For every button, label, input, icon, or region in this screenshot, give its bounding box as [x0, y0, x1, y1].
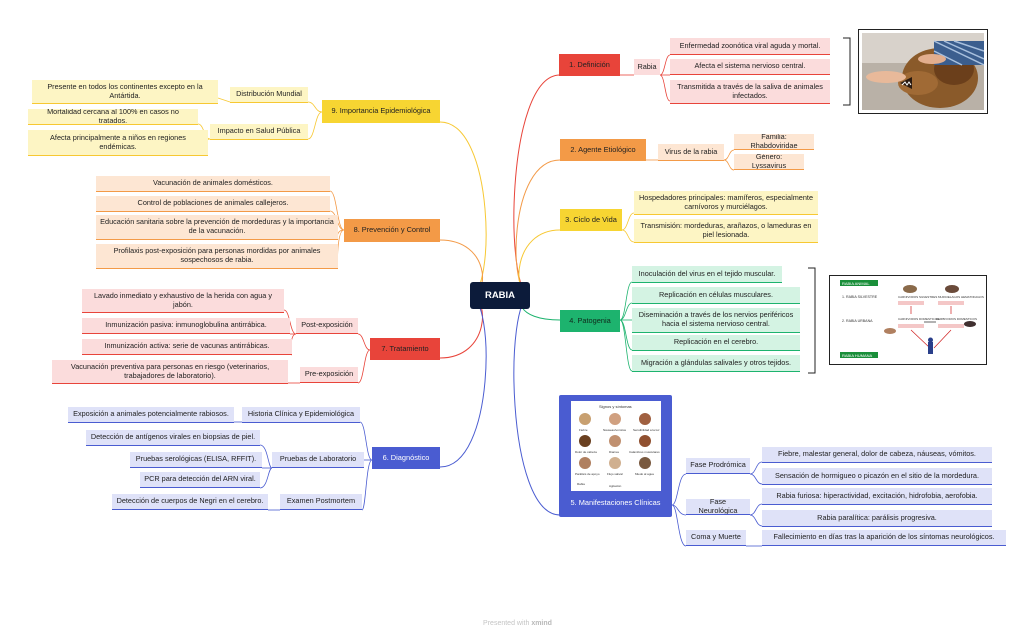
tratamiento-sub-post[interactable]: Post-exposición: [296, 318, 358, 334]
patogenia-item[interactable]: Diseminación a través de los nervios per…: [632, 308, 800, 333]
svg-text:Agitación: Agitación: [609, 484, 622, 488]
symptoms-figure-title: Signos y síntomas: [599, 404, 632, 409]
diagnostico-item[interactable]: Detección de cuerpos de Negri en el cere…: [112, 494, 268, 510]
fase-item[interactable]: Rabia furiosa: hiperactividad, excitació…: [762, 488, 992, 505]
ciclo-item[interactable]: Transmisión: mordeduras, arañazos, o lam…: [634, 219, 818, 243]
svg-text:Fiebre: Fiebre: [579, 428, 588, 432]
footer-credit: Presented with xmind: [0, 620, 1035, 627]
central-topic[interactable]: RABIA: [470, 282, 530, 309]
manifestaciones-title: 5. Manifestaciones Clínicas: [570, 498, 661, 507]
patogenia-item[interactable]: Inoculación del virus en el tejido muscu…: [632, 266, 782, 283]
importancia-sub-impacto[interactable]: Impacto en Salud Pública: [210, 124, 308, 140]
fase-neurologica[interactable]: Fase Neurológica: [686, 499, 750, 515]
importancia-item[interactable]: Afecta principalmente a niños en regione…: [28, 130, 208, 156]
svg-text:Parálisis de apoyo: Parálisis de apoyo: [575, 472, 600, 476]
definicion-sub-rabia[interactable]: Rabia: [634, 59, 660, 75]
svg-text:Náuseas/vómitos: Náuseas/vómitos: [603, 428, 627, 432]
tratamiento-item[interactable]: Inmunización pasiva: inmunoglobulina ant…: [82, 318, 290, 334]
importancia-item[interactable]: Presente en todos los continentes except…: [32, 80, 218, 104]
tratamiento-item[interactable]: Lavado inmediato y exhaustivo de la heri…: [82, 289, 284, 313]
branch-tratamiento[interactable]: 7. Tratamiento: [370, 338, 440, 360]
patogenia-item[interactable]: Migración a glándulas salivales y otros …: [632, 355, 800, 372]
fig-silvestre: 1. RABIA SILVESTRE: [842, 295, 878, 299]
diagnostico-item[interactable]: Detección de antígenos virales en biopsi…: [86, 430, 260, 446]
fase-item[interactable]: Rabia paralítica: parálisis progresiva.: [762, 510, 992, 527]
branch-patogenia[interactable]: 4. Patogenia: [560, 310, 620, 332]
branch-definicion[interactable]: 1. Definición: [559, 54, 620, 76]
branch-diagnostico[interactable]: 6. Diagnóstico: [372, 447, 440, 469]
diagnostico-sub-postmortem[interactable]: Examen Postmortem: [280, 494, 362, 510]
definicion-item[interactable]: Afecta el sistema nervioso central.: [670, 59, 830, 75]
fase-item[interactable]: Fiebre, malestar general, dolor de cabez…: [762, 447, 992, 463]
patogenia-item[interactable]: Replicación en células musculares.: [632, 287, 800, 304]
footer-brand[interactable]: xmind: [531, 620, 552, 627]
prevencion-item[interactable]: Vacunación de animales domésticos.: [96, 176, 330, 192]
svg-text:Sensibilidad a la luz: Sensibilidad a la luz: [633, 428, 660, 432]
fig-carn-dom: CARNIVOROS DOMESTICOS: [898, 317, 939, 321]
definicion-item[interactable]: Transmitida a través de la saliva de ani…: [670, 80, 830, 104]
fase-prodromica[interactable]: Fase Prodrómica: [686, 458, 750, 474]
fase-coma[interactable]: Coma y Muerte: [686, 530, 746, 546]
svg-text:Miedo al agua: Miedo al agua: [635, 472, 654, 476]
diagnostico-item[interactable]: PCR para detección del ARN viral.: [140, 472, 260, 488]
branch-agente[interactable]: 2. Agente Etiológico: [560, 139, 646, 161]
fig-header-humana: RABIA HUMANA: [842, 353, 873, 358]
dog-bite-image: [858, 29, 988, 114]
patogenia-item[interactable]: Replicación en el cerebro.: [632, 335, 800, 351]
rabies-cycle-figure: RABIA ANIMAL 1. RABIA SILVESTRE 2. RABIA…: [829, 275, 987, 365]
svg-text:Flujo salival: Flujo salival: [607, 472, 623, 476]
importancia-item[interactable]: Mortalidad cercana al 100% en casos no t…: [28, 109, 198, 125]
branch-ciclo[interactable]: 3. Ciclo de Vida: [560, 209, 622, 231]
prevencion-item[interactable]: Profilaxis post-exposición para personas…: [96, 244, 338, 269]
prevencion-item[interactable]: Control de poblaciones de animales calle…: [96, 196, 330, 212]
ciclo-item[interactable]: Hospedadores principales: mamíferos, esp…: [634, 191, 818, 215]
diagnostico-item[interactable]: Pruebas serológicas (ELISA, RFFIT).: [130, 452, 262, 468]
svg-text:Rabia: Rabia: [577, 482, 585, 486]
tratamiento-sub-pre[interactable]: Pre-exposición: [300, 367, 358, 383]
fase-item[interactable]: Fallecimiento en días tras la aparición …: [762, 530, 1006, 546]
manifestaciones-node[interactable]: Signos y síntomas Fiebre Náuseas/vómitos…: [559, 395, 672, 517]
branch-importancia[interactable]: 9. Importancia Epidemiológica: [322, 100, 440, 123]
agente-familia[interactable]: Familia: Rhabdoviridae: [734, 134, 814, 150]
importancia-sub-distribucion[interactable]: Distribución Mundial: [230, 87, 308, 103]
agente-genero[interactable]: Género: Lyssavirus: [734, 154, 804, 170]
footer-prefix: Presented with: [483, 620, 530, 627]
tratamiento-item[interactable]: Vacunación preventiva para personas en r…: [52, 360, 288, 384]
diagnostico-item[interactable]: Exposición a animales potencialmente rab…: [68, 407, 234, 423]
agente-sub-virus[interactable]: Virus de la rabia: [658, 144, 724, 161]
svg-text:Calambres musculares: Calambres musculares: [629, 450, 660, 454]
svg-text:Diarrea: Diarrea: [609, 450, 619, 454]
definicion-item[interactable]: Enfermedad zoonótica viral aguda y morta…: [670, 38, 830, 55]
fig-header-animal: RABIA ANIMAL: [842, 281, 870, 286]
tratamiento-item[interactable]: Inmunización activa: serie de vacunas an…: [82, 339, 292, 355]
fig-urbana: 2. RABIA URBANA: [842, 319, 873, 323]
diagnostico-sub-laboratorio[interactable]: Pruebas de Laboratorio: [272, 452, 364, 468]
diagnostico-sub-historia[interactable]: Historia Clínica y Epidemiológica: [242, 407, 360, 423]
fig-herb: HERBIVOROS DOMESTICOS: [936, 317, 977, 321]
fig-carn-silv: CARNIVOROS SILVESTRES: [898, 295, 937, 299]
fig-murc: MURCIELAGOS HEMATOFAGOS: [938, 295, 984, 299]
branch-prevencion[interactable]: 8. Prevención y Control: [344, 219, 440, 242]
svg-text:Dolor de cabeza: Dolor de cabeza: [575, 450, 597, 454]
fase-item[interactable]: Sensación de hormigueo o picazón en el s…: [762, 468, 992, 485]
prevencion-item[interactable]: Educación sanitaria sobre la prevención …: [96, 215, 338, 240]
symptoms-figure: Signos y síntomas Fiebre Náuseas/vómitos…: [571, 401, 661, 491]
